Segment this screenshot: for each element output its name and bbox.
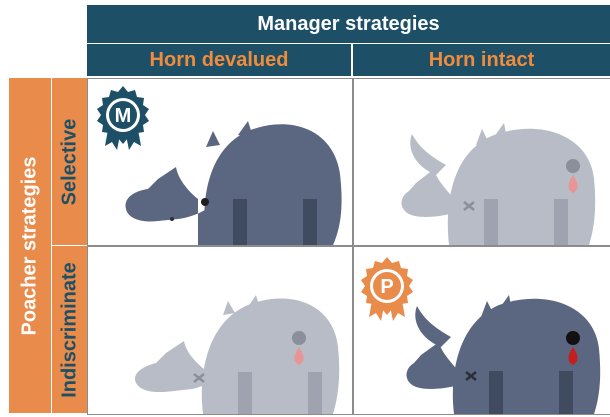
cell-indiscriminate-horn-devalued [87,246,353,415]
column-header-horn-devalued: Horn devalued [87,44,351,76]
poacher-strategies-header: Poacher strategies [9,78,51,413]
rhino-dehorned-dead-icon [134,295,340,414]
manager-strategies-title: Manager strategies [257,12,440,35]
column-label-horn-intact: Horn intact [428,48,535,71]
poacher-badge-letter: P [380,275,394,298]
cell-selective-horn-devalued: M [87,78,353,246]
rhino-dehorned-alive-icon [125,121,342,245]
manager-rosette-icon [97,86,149,150]
poacher-rosette-icon [361,257,413,321]
column-label-horn-devalued: Horn devalued [149,48,289,71]
rhino-horned-dead-icon [401,123,596,245]
manager-strategies-header: Manager strategies [87,5,610,43]
cell-selective-horn-intact [353,78,610,246]
row-label-selective: Selective [58,118,80,205]
poacher-strategies-title: Poacher strategies [18,156,41,335]
row-label-indiscriminate: Indiscriminate [58,261,80,398]
column-header-horn-intact: Horn intact [353,44,610,76]
row-header-selective: Selective [52,78,87,245]
rhino-horned-dead-dark-icon [406,295,601,414]
row-header-indiscriminate: Indiscriminate [52,246,87,413]
cell-indiscriminate-horn-intact: P [353,246,610,415]
manager-badge-letter: M [114,104,132,127]
